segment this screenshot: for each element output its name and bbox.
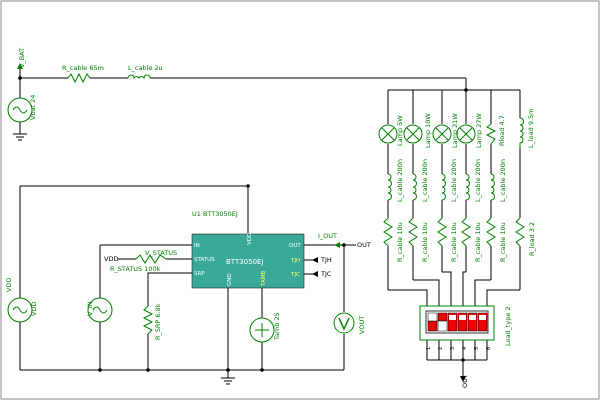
out-probe-icon: [460, 376, 466, 382]
inductor-l-cable-200n: [441, 173, 446, 201]
lamp-label: Lamp 5W: [396, 115, 404, 146]
inductor-l-cable-200n: [412, 173, 417, 201]
resistor-r-cable-10u: [408, 217, 418, 247]
tamb-label: Tamb 25: [273, 312, 281, 341]
r-status-label: R_STATUS 100k: [110, 265, 161, 273]
resistor-r-cable-10u: [486, 217, 496, 247]
switch-cell[interactable]: [437, 312, 448, 332]
switch-cell[interactable]: [467, 312, 478, 332]
vdd-net-label: VDD: [104, 255, 118, 263]
vbat-arrow-icon: [17, 63, 23, 69]
vin-source-icon: [87, 297, 113, 323]
chip-ref-label: U1 BTT3050EJ: [192, 210, 238, 218]
lamp-icon: [403, 124, 423, 144]
switch-out-net-label: OUT: [461, 374, 469, 388]
ground-icon: [13, 133, 27, 141]
rcable-label: R_cable 10u: [474, 222, 482, 262]
tjc-probe-icon: [312, 271, 318, 277]
resistor-rload: [485, 123, 497, 145]
resistor-r-srp: [142, 305, 154, 335]
switch-pin-label: 4: [462, 347, 468, 350]
chip-pin-gnd: GND: [227, 273, 233, 286]
tamb-source-icon: [249, 317, 275, 343]
ic-body[interactable]: [191, 233, 305, 289]
lcable-label: L_cable 200n: [421, 159, 429, 202]
lload-label: L_load 9.5m: [527, 109, 535, 149]
chip-pin-in: IN: [194, 243, 200, 249]
battery-source-icon: [7, 97, 33, 123]
rload-label: Rload 4.7: [498, 115, 506, 146]
vdd-source-icon: [7, 297, 33, 323]
lamp-label: Lamp 27W: [475, 113, 483, 148]
out-net-label: OUT: [357, 241, 371, 249]
lcable-label: L_cable 200n: [499, 159, 507, 202]
rload2-label: R_load 3.2: [528, 222, 536, 256]
lcable-label: L_cable 200n: [474, 159, 482, 202]
ground-icon: [221, 377, 235, 385]
inductor-l-load: [519, 117, 524, 148]
switch-pin-label: 2: [438, 347, 444, 350]
switch-cell[interactable]: [447, 312, 458, 332]
voltmeter-icon: [333, 312, 355, 334]
chip-pin-srp: SRP: [194, 271, 205, 277]
resistor-r-cable-10u: [383, 217, 393, 247]
lamp-icon: [432, 124, 452, 144]
tjh-net-label: TJH: [320, 256, 332, 264]
resistor-r-status: [135, 254, 167, 264]
lamp-label: Lamp 21W: [451, 113, 459, 148]
switch-pin-label: 1: [426, 347, 432, 350]
chip-body-label: BTT3050EJ: [226, 258, 264, 266]
chip-pin-out: OUT: [289, 243, 301, 249]
switch-cell[interactable]: [477, 312, 488, 332]
lcable-label: L_cable 200n: [450, 159, 458, 202]
rcable-label: R_cable 10u: [421, 222, 429, 262]
inductor-l-cable-200n: [387, 173, 392, 201]
inductor-l-cable: [127, 74, 151, 80]
rcable-label: R_cable 10u: [450, 222, 458, 262]
tjc-net-label: TJC: [320, 270, 332, 278]
r-cable-label: R_cable 65m: [62, 64, 104, 72]
current-probe-icon: [334, 242, 340, 248]
vstatus-net-label: V_STATUS: [145, 249, 177, 257]
lamp-label: Lamp 10W: [424, 113, 432, 148]
switch-name-label: Load_type 2: [504, 306, 512, 346]
junction-dots: [18, 76, 468, 372]
resistor-r-load: [515, 217, 525, 247]
resistor-r-cable-10u: [437, 217, 447, 247]
switch-cell[interactable]: [457, 312, 468, 332]
chip-pin-vdd: VDD: [247, 233, 253, 245]
chip-pin-tjh: TJH: [290, 258, 300, 264]
vbat-node-label: V_BAT: [18, 48, 26, 68]
iout-label: I_OUT: [318, 232, 337, 240]
rcable-label: R_cable 10u: [499, 222, 507, 262]
switch-pin-label: 3: [450, 347, 456, 350]
vin-source-label: V_IN: [86, 301, 94, 316]
inductor-l-cable-200n: [490, 173, 495, 201]
tjh-probe-icon: [312, 257, 318, 263]
wires: [19, 69, 521, 378]
lcable-label: L_cable 200n: [396, 159, 404, 202]
l-cable-label: L_cable 2u: [128, 64, 163, 72]
switch-cell[interactable]: [427, 312, 438, 332]
load-selector-switch[interactable]: [419, 305, 495, 341]
vdd-source-label: VDD: [30, 302, 38, 316]
r-srp-label: R_SRP 6.8k: [154, 303, 162, 340]
chip-pin-status: STATUS: [194, 257, 215, 263]
rcable-label: R_cable 10u: [396, 222, 404, 262]
vbat-source-label: Vbat 24: [29, 95, 37, 120]
inductor-l-cable-200n: [465, 173, 470, 201]
vdd-node-label: VDD: [5, 278, 13, 292]
vout-label: VOUT: [358, 316, 366, 334]
lamp-icon: [456, 124, 476, 144]
resistor-r-cable: [67, 72, 91, 84]
chip-pin-tjc: TJC: [290, 272, 300, 278]
switch-pin-label: 5: [474, 347, 480, 350]
resistor-r-cable-10u: [461, 217, 471, 247]
lamp-icon: [378, 124, 398, 144]
chip-pin-tamb: TAMB: [261, 271, 267, 287]
switch-pin-label: 6: [486, 347, 492, 350]
